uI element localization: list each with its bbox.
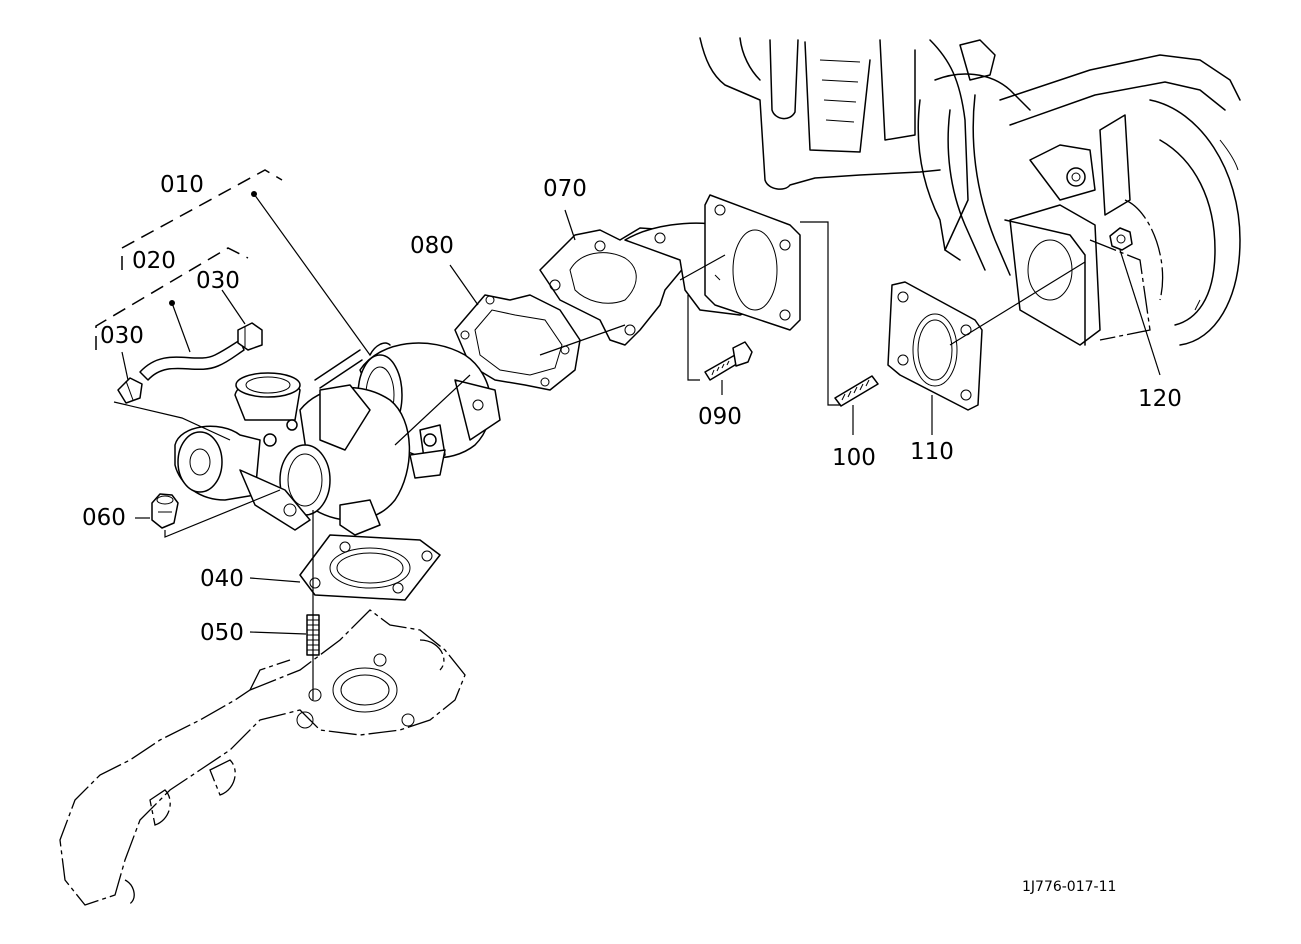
label-090: 090 (698, 404, 742, 430)
gasket-080 (454, 294, 581, 391)
turbocharger-010 (174, 342, 501, 536)
label-040: 040 (200, 566, 244, 592)
leader-lines (113, 191, 1161, 700)
label-050: 050 (200, 620, 244, 646)
label-060: 060 (82, 505, 126, 531)
label-100: 100 (832, 445, 876, 471)
nut-120 (1109, 227, 1133, 251)
label-010: 010 (160, 172, 204, 198)
gasket-110 (887, 281, 983, 411)
group-bracket-020 (95, 247, 249, 350)
bolt-090 (704, 341, 753, 381)
label-120: 120 (1138, 386, 1182, 412)
hose-clamp-030-lower (117, 377, 143, 404)
label-020: 020 (132, 248, 176, 274)
exhaust-manifold-outline (59, 609, 466, 906)
group-bracket-010 (121, 169, 283, 270)
stud-100 (834, 375, 879, 407)
hose-020 (139, 339, 245, 381)
label-110: 110 (910, 439, 954, 465)
figure-code: 1J776-017-11 (1022, 879, 1116, 895)
hose-clamp-030-upper (237, 322, 263, 351)
label-030-lower: 030 (100, 323, 144, 349)
label-070: 070 (543, 176, 587, 202)
label-030-upper: 030 (196, 268, 240, 294)
nut-060 (151, 493, 179, 529)
gasket-040 (299, 534, 441, 601)
engine-block-outline (699, 37, 1241, 346)
exhaust-elbow-070 (539, 194, 801, 346)
part-labels: 010 020 030 030 060 040 050 080 070 090 … (82, 172, 1182, 895)
label-080: 080 (410, 233, 454, 259)
